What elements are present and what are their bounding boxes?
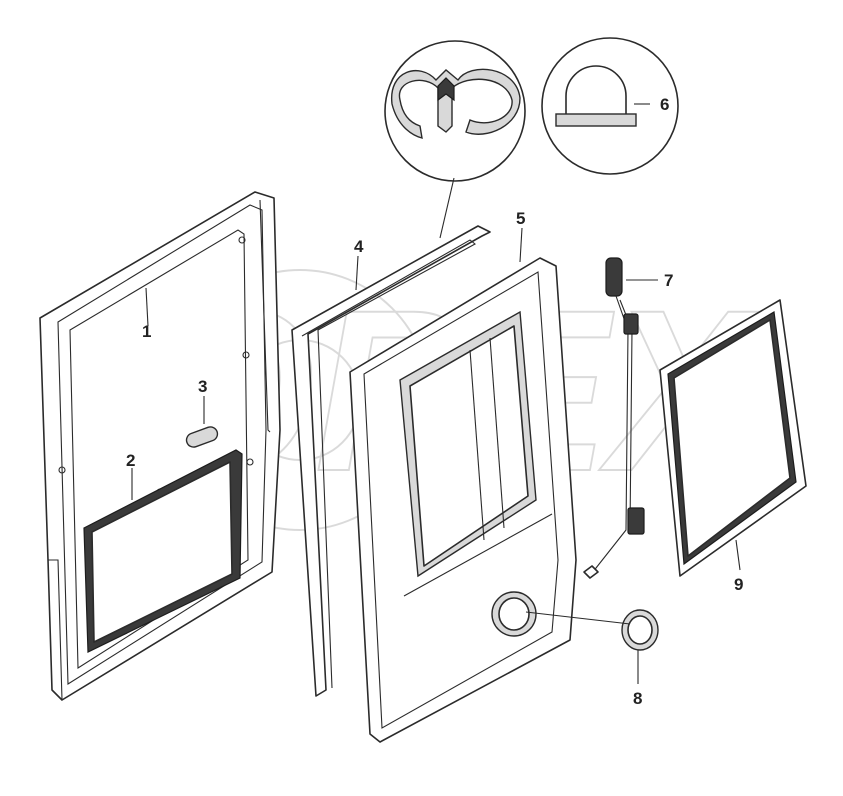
callout-8: 8	[633, 689, 642, 708]
callout-2: 2	[126, 451, 135, 470]
callout-9: 9	[734, 575, 743, 594]
door-seal-strip	[291, 225, 491, 697]
window-glass	[659, 299, 807, 577]
door-latch-rod	[583, 257, 645, 579]
lower-window-seal	[83, 449, 243, 653]
callout-4: 4	[354, 237, 364, 256]
door-inner-frame	[39, 191, 281, 701]
seal-profile-detail-6	[541, 37, 679, 175]
seal-section-detail-4	[384, 40, 526, 182]
callout-7: 7	[664, 271, 673, 290]
callout-3: 3	[198, 377, 207, 396]
leader-lines	[131, 103, 741, 684]
handle-recess	[185, 426, 219, 448]
callout-6: 6	[660, 95, 669, 114]
callout-5: 5	[516, 209, 525, 228]
outer-door-panel	[349, 257, 577, 743]
grommet-ring	[621, 609, 659, 651]
callout-1: 1	[142, 322, 151, 341]
